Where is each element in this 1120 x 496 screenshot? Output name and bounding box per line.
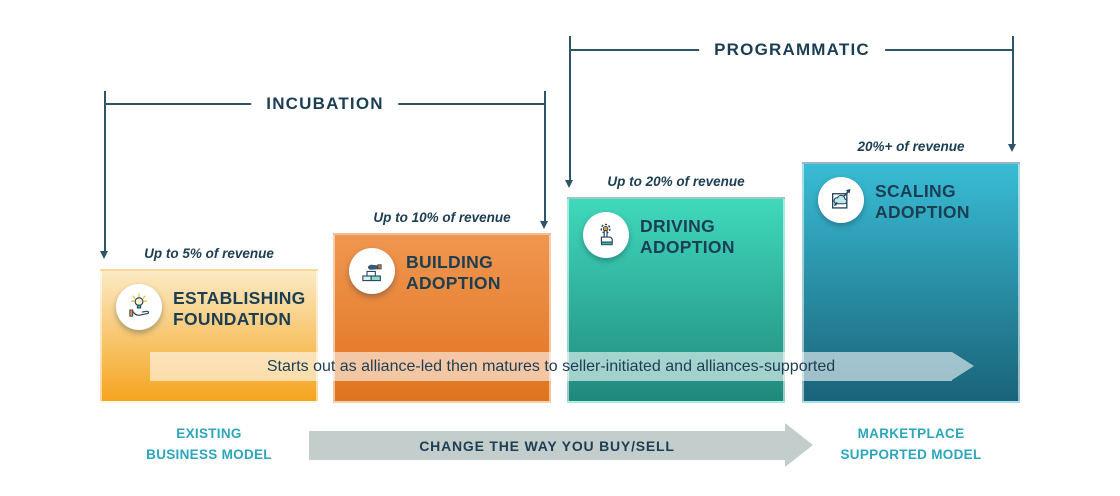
stage-title-line1: ESTABLISHING [173,288,306,308]
cloud-scale-icon [818,177,864,223]
programmatic-label: PROGRAMMATIC [699,40,885,60]
change-buy-sell-label: CHANGE THE WAY YOU BUY/SELL [419,437,675,454]
revenue-label-driving: Up to 20% of revenue [607,174,745,189]
stage-head: DRIVING ADOPTION [569,199,783,258]
stage-title-line1: BUILDING [406,252,493,272]
revenue-label-building: Up to 10% of revenue [373,210,511,225]
marketplace-label-line1: MARKETPLACE [857,426,965,441]
click-gear-icon [583,212,629,258]
programmatic-left-line [569,36,571,180]
programmatic-right-line [1012,36,1014,144]
marketplace-supported-model-label: MARKETPLACE SUPPORTED MODEL [800,424,1022,466]
incubation-left-line [104,91,106,251]
stage-head: SCALING ADOPTION [804,164,1018,223]
hand-idea-icon [116,284,162,330]
incubation-label: INCUBATION [251,94,399,114]
maturity-band-text: Starts out as alliance-led then matures … [266,357,836,375]
incubation-left-arrow-icon [100,251,108,259]
stage-head: BUILDING ADOPTION [335,235,549,294]
stage-title-line2: FOUNDATION [173,308,292,329]
stage-title: DRIVING ADOPTION [640,216,735,257]
change-buy-sell-arrow: CHANGE THE WAY YOU BUY/SELL [309,431,785,460]
stage-box-establishing-foundation: ESTABLISHING FOUNDATION [100,269,318,403]
change-buy-sell-arrowhead-icon [785,423,813,467]
stage-title-line2: ADOPTION [406,272,501,293]
existing-business-model-label: EXISTING BUSINESS MODEL [100,424,318,466]
stage-title: ESTABLISHING FOUNDATION [173,288,306,329]
marketplace-label-line2: SUPPORTED MODEL [840,446,982,462]
programmatic-left-arrow-icon [565,180,573,188]
stage-head: ESTABLISHING FOUNDATION [102,271,316,330]
stage-title: SCALING ADOPTION [875,181,970,222]
incubation-right-line [544,91,546,221]
revenue-label-scaling: 20%+ of revenue [857,139,965,154]
revenue-label-establishing: Up to 5% of revenue [144,246,274,261]
maturity-band: Starts out as alliance-led then matures … [150,352,952,381]
programmatic-right-arrow-icon [1008,144,1016,152]
incubation-right-arrow-icon [540,221,548,229]
hand-bricks-icon [349,248,395,294]
stage-title-line1: DRIVING [640,216,716,236]
existing-label-line2: BUSINESS MODEL [146,446,272,462]
stage-title: BUILDING ADOPTION [406,252,501,293]
existing-label-line1: EXISTING [176,426,242,441]
stage-title-line2: ADOPTION [875,201,970,222]
stage-title-line1: SCALING [875,181,956,201]
maturity-band-arrow-icon [952,352,974,380]
stage-title-line2: ADOPTION [640,236,735,257]
